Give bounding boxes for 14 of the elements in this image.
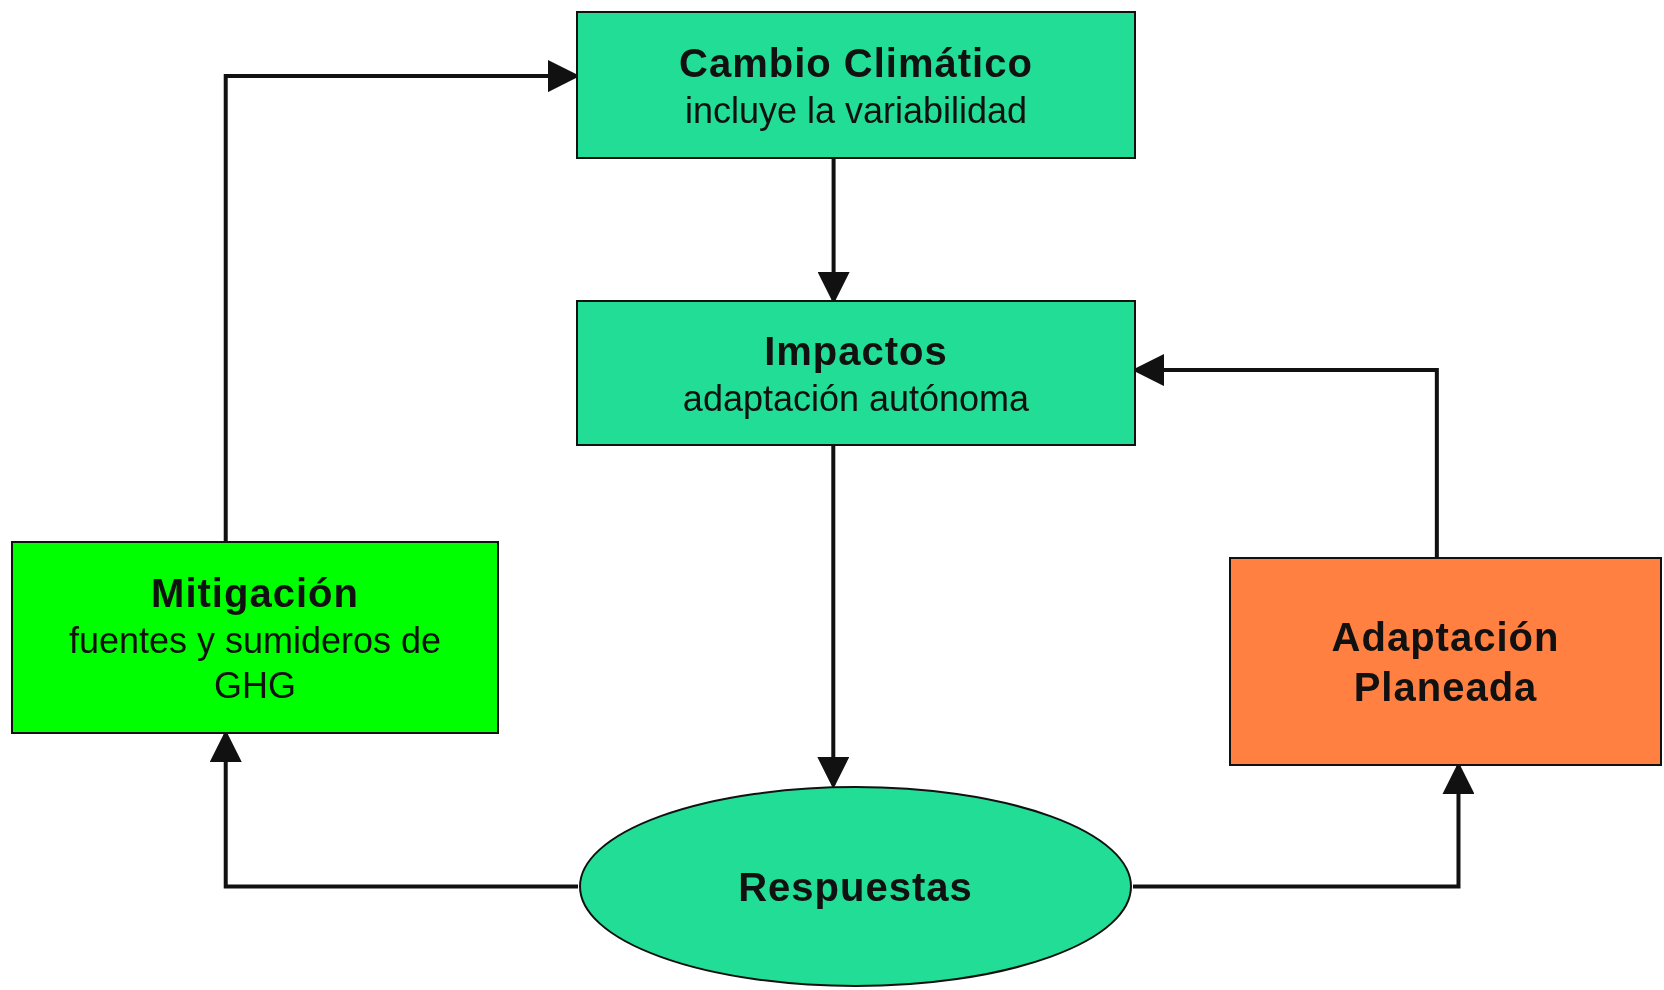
ellipse-node: [578, 785, 1133, 988]
node-title: Cambio Climático: [678, 39, 1034, 87]
process-box: [576, 11, 1136, 159]
node-title: Adaptación Planeada: [1330, 613, 1561, 711]
node-title: Mitigación: [150, 569, 360, 617]
node-title: Respuestas: [737, 863, 974, 911]
process-box: [1229, 557, 1662, 766]
node-subtitle: adaptación autónoma: [681, 376, 1031, 421]
node-title: Impactos: [763, 327, 949, 375]
node-subtitle: fuentes y sumideros de GHG: [67, 618, 443, 708]
arrow: [817, 446, 850, 789]
node-subtitle: incluye la variabilidad: [683, 88, 1029, 133]
process-box: [11, 541, 499, 734]
process-box: [576, 300, 1136, 446]
